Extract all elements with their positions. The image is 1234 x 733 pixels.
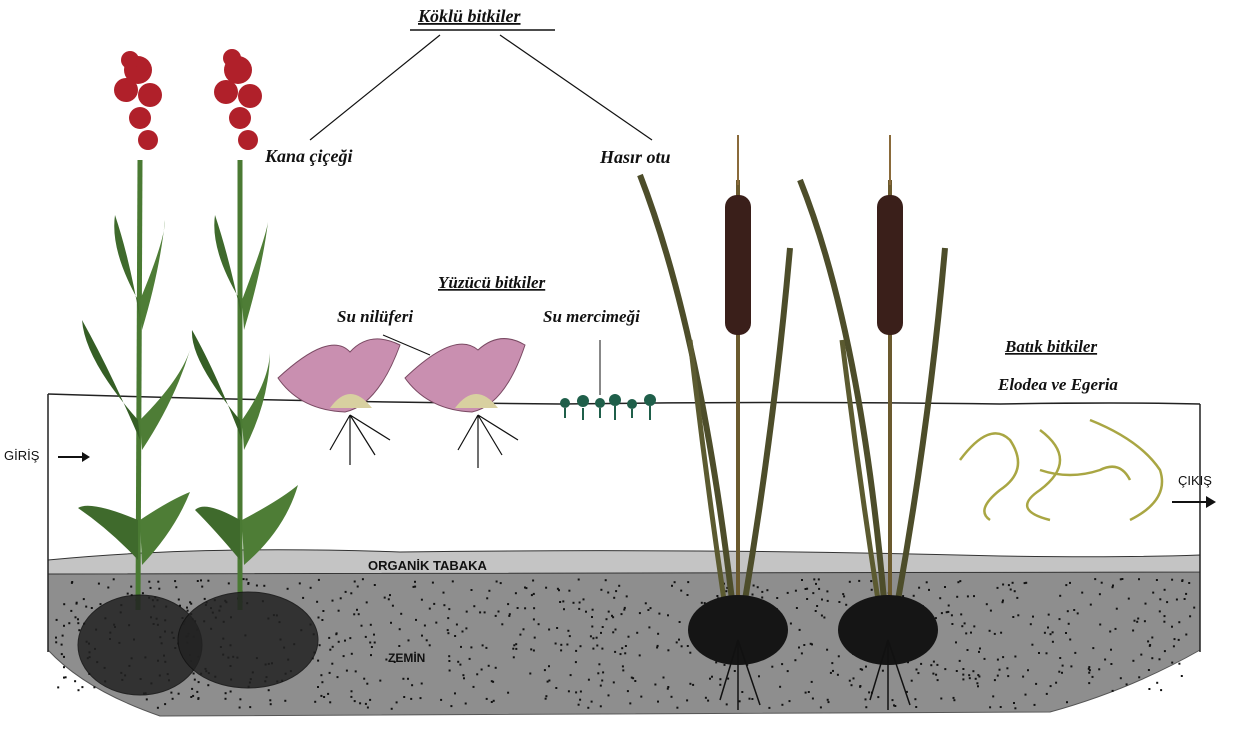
soil-label: ZEMİN — [388, 650, 425, 665]
water-surface — [48, 394, 1200, 404]
elodea-label: Elodea ve Egeria — [997, 375, 1118, 394]
organic-layer-label: ORGANİK TABAKA — [368, 558, 488, 573]
cattail-plant-1 — [640, 135, 790, 600]
outlet-label: ÇIKIŞ — [1178, 473, 1212, 488]
organic-layer — [48, 550, 1200, 574]
water-lily-label: Su nilüferi — [337, 307, 413, 326]
cattail-label: Hasır otu — [599, 147, 671, 167]
rooted-plants-title: Köklü bitkiler — [417, 6, 522, 26]
submerged-plants — [960, 420, 1162, 520]
right-arrow-icon — [1172, 496, 1216, 508]
submerged-plants-title: Batık bitkiler — [1004, 337, 1097, 356]
duckweed — [560, 394, 656, 420]
canna-plant-1 — [78, 51, 190, 610]
floating-plants-title: Yüzücü bitkiler — [438, 273, 546, 292]
cattail-plant-2 — [800, 135, 945, 600]
right-arrow-icon — [58, 452, 90, 462]
inlet-label: GİRİŞ — [4, 448, 40, 463]
canna-plant-2 — [192, 49, 298, 610]
rooted-pointers — [310, 35, 652, 140]
canna-label: Kana çiçeği — [264, 146, 353, 166]
duckweed-label: Su mercimeği — [543, 307, 640, 326]
